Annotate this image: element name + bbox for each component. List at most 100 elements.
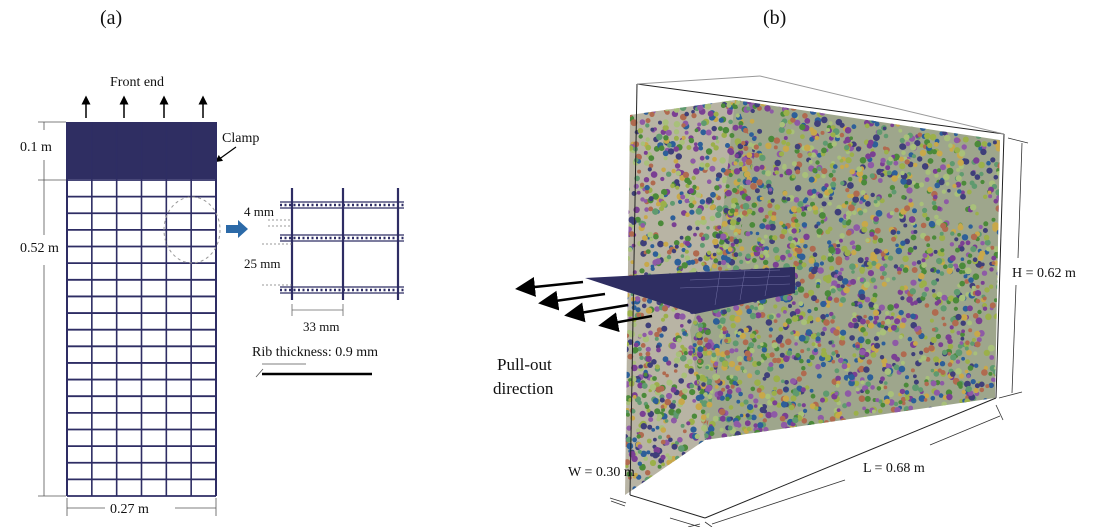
soil-particle — [796, 247, 803, 254]
soil-particle — [900, 178, 907, 185]
soil-particle — [895, 110, 902, 117]
soil-particle — [706, 250, 712, 255]
soil-particle — [687, 453, 692, 458]
panel-b: (b) — [493, 7, 1076, 527]
soil-particle — [661, 479, 668, 486]
soil-particle — [844, 163, 849, 168]
soil-particle — [731, 447, 737, 454]
soil-particle — [768, 314, 774, 320]
soil-particle — [771, 94, 777, 100]
soil-particle — [794, 218, 799, 223]
soil-particle — [666, 379, 673, 386]
soil-particle — [922, 207, 928, 213]
soil-particle — [906, 296, 913, 303]
soil-particle — [831, 351, 836, 356]
soil-particle — [728, 360, 736, 368]
soil-particle — [802, 113, 808, 119]
soil-particle — [961, 435, 968, 440]
soil-particle — [831, 343, 836, 348]
soil-particle — [793, 197, 800, 203]
soil-particle — [737, 143, 744, 150]
soil-particle — [742, 202, 750, 210]
soil-particle — [666, 360, 672, 366]
soil-particle — [733, 238, 740, 245]
soil-particle — [831, 359, 836, 364]
soil-particle — [828, 188, 834, 194]
soil-particle — [961, 234, 969, 241]
soil-particle — [945, 429, 951, 435]
soil-particle — [933, 356, 940, 363]
soil-particle — [881, 358, 888, 365]
soil-particle — [941, 316, 945, 321]
soil-particle — [782, 145, 790, 152]
soil-particle — [900, 144, 907, 150]
soil-particle — [690, 100, 693, 103]
soil-particle — [848, 177, 853, 182]
soil-particle — [819, 109, 826, 116]
soil-particle — [942, 114, 948, 120]
geogrid-sheet-mesh — [679, 267, 791, 306]
soil-particle — [645, 470, 651, 476]
soil-particle — [949, 437, 954, 440]
soil-particle — [849, 136, 853, 140]
soil-particle — [673, 135, 679, 141]
soil-particle — [947, 352, 951, 356]
soil-particle — [949, 161, 955, 167]
soil-particle — [959, 280, 965, 287]
soil-particle — [946, 429, 951, 434]
soil-particle — [733, 451, 740, 457]
soil-particle — [677, 474, 683, 480]
soil-particle — [1000, 373, 1006, 379]
soil-particle — [706, 401, 713, 408]
soil-particle — [946, 164, 951, 168]
soil-particle — [891, 175, 898, 182]
soil-particle — [946, 114, 951, 119]
soil-particle — [953, 306, 959, 311]
soil-particle — [634, 296, 641, 302]
soil-particle — [763, 259, 769, 266]
soil-particle — [935, 333, 942, 339]
soil-particle — [643, 160, 650, 166]
soil-particle — [882, 126, 887, 131]
soil-particle — [646, 438, 652, 444]
soil-particle — [722, 330, 727, 335]
soil-particle — [653, 446, 661, 454]
soil-particle — [871, 409, 876, 414]
soil-particle — [833, 329, 840, 336]
soil-particle — [642, 100, 649, 101]
soil-particle — [959, 262, 966, 270]
soil-particle — [930, 407, 934, 411]
soil-particle — [642, 297, 647, 302]
soil-particle — [968, 328, 973, 333]
soil-particle — [691, 175, 696, 181]
soil-particle — [860, 190, 866, 196]
soil-particle — [921, 163, 929, 170]
soil-particle — [993, 408, 997, 412]
soil-particle — [698, 257, 703, 262]
soil-particle — [625, 154, 630, 161]
soil-particle — [811, 188, 817, 194]
soil-particle — [750, 182, 757, 190]
soil-particle — [689, 496, 694, 501]
soil-particle — [637, 461, 642, 466]
soil-particle — [785, 141, 791, 147]
soil-particle — [918, 273, 925, 280]
soil-particle — [924, 393, 930, 399]
soil-particle — [718, 441, 724, 447]
soil-particle — [820, 351, 828, 358]
soil-particle — [726, 388, 733, 395]
soil-particle — [881, 109, 887, 115]
soil-particle — [807, 289, 815, 297]
soil-particle — [972, 433, 977, 439]
soil-particle — [931, 289, 936, 293]
soil-particle — [670, 386, 677, 393]
soil-particle — [705, 129, 712, 136]
soil-particle — [820, 397, 825, 403]
soil-particle — [757, 422, 764, 429]
geogrid — [66, 122, 217, 497]
soil-particle — [900, 351, 907, 358]
soil-particle — [637, 346, 642, 352]
soil-particle — [738, 161, 744, 167]
soil-particle — [839, 132, 845, 138]
soil-particle — [765, 224, 771, 230]
